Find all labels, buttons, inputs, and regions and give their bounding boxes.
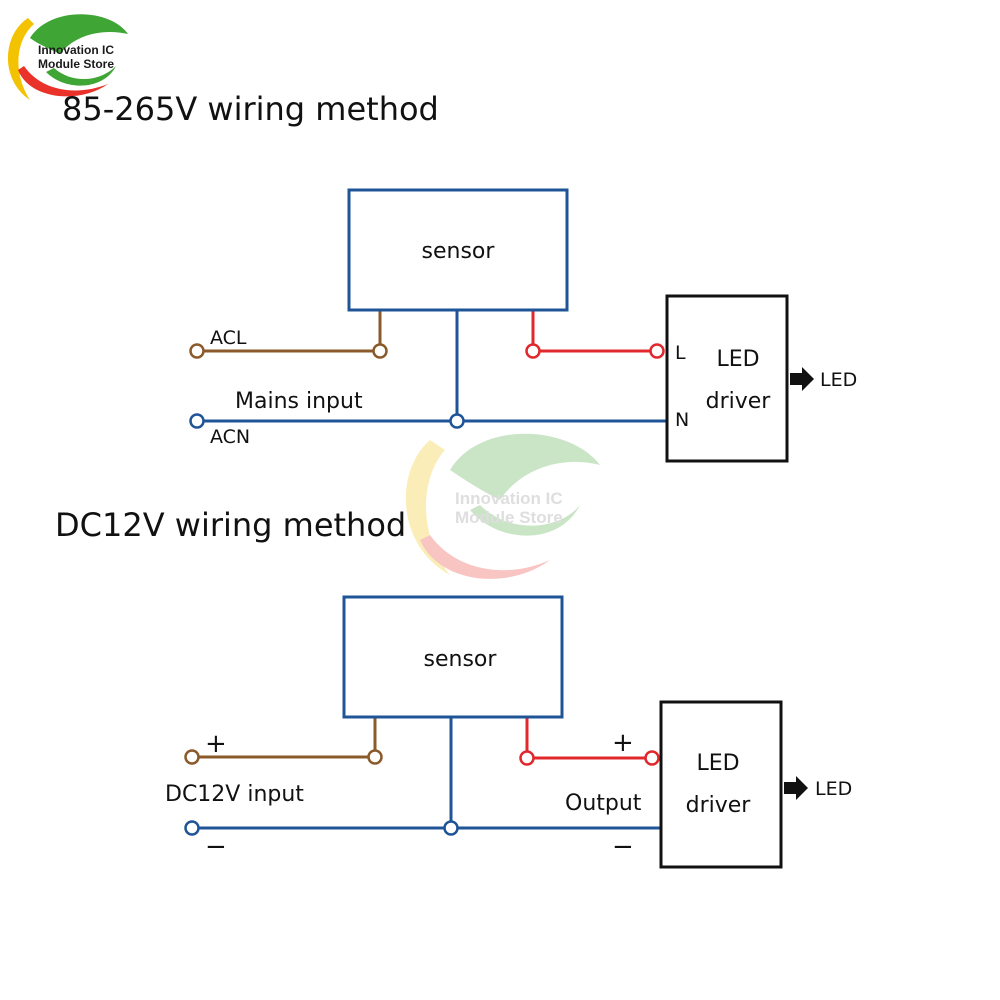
ac-acl-label: ACL xyxy=(210,327,247,349)
dc-driver-line1: LED xyxy=(696,751,739,776)
ac-acn-terminal xyxy=(189,413,205,429)
logo-line1: Innovation IC xyxy=(38,43,114,57)
ac-l-terminal-label: L xyxy=(675,342,686,364)
dc-output-terminal-a xyxy=(519,750,535,766)
dc-driver-line2: driver xyxy=(686,793,752,818)
logo-yellow-swoosh xyxy=(8,18,34,100)
ac-n-terminal-label: N xyxy=(675,409,689,431)
logo-green-swoosh xyxy=(46,66,116,86)
watermark-logo: Innovation IC Module Store xyxy=(405,433,600,579)
logo-leaf-icon xyxy=(30,14,128,54)
dc-minus-output-label: − xyxy=(612,832,634,862)
ac-driver-line2: driver xyxy=(706,389,772,414)
ac-acn-label: ACN xyxy=(210,426,250,448)
dc-plus-junction xyxy=(367,749,383,765)
dc-minus-junction xyxy=(443,820,459,836)
ac-output-led-label: LED xyxy=(820,369,857,391)
ac-mains-input-label: Mains input xyxy=(235,389,363,414)
ac-output-terminal-b xyxy=(649,343,665,359)
ac-sensor-label: sensor xyxy=(422,239,496,264)
ac-acl-junction xyxy=(372,343,388,359)
logo-line2: Module Store xyxy=(38,57,114,71)
dc-input-label: DC12V input xyxy=(165,782,304,807)
logo-red-swoosh xyxy=(18,66,108,97)
dc-led-driver-box xyxy=(659,700,783,869)
dc-output-terminal-b xyxy=(644,750,660,766)
ac-driver-line1: LED xyxy=(716,347,759,372)
dc-sensor-label: sensor xyxy=(424,647,498,672)
dc-output-text: Output xyxy=(565,791,642,816)
dc-output-led-label: LED xyxy=(815,778,852,800)
ac-neutral-junction xyxy=(449,413,465,429)
ac-led-driver-box xyxy=(665,294,789,463)
ac-sensor-box xyxy=(347,188,569,312)
dc-output-arrow-icon xyxy=(784,776,808,800)
dc-minus-input-label: − xyxy=(205,832,227,862)
watermark-red-swoosh xyxy=(420,535,550,579)
dc-plus-terminal xyxy=(184,749,200,765)
dc-minus-terminal xyxy=(184,820,200,836)
ac-section-title: 85-265V wiring method xyxy=(62,90,439,128)
watermark-green-swoosh xyxy=(470,505,580,536)
dc-plus-input-label: + xyxy=(205,729,227,759)
ac-acl-terminal xyxy=(189,343,205,359)
watermark-leaf-icon xyxy=(450,433,600,500)
dc-section-title: DC12V wiring method xyxy=(55,506,406,544)
ac-output-arrow-icon xyxy=(790,367,814,391)
dc-plus-output-label: + xyxy=(612,728,634,758)
watermark-yellow-swoosh xyxy=(405,440,450,575)
ac-output-terminal-a xyxy=(525,343,541,359)
watermark-line1: Innovation IC xyxy=(455,489,563,508)
dc-sensor-box xyxy=(342,595,564,719)
store-logo: Innovation IC Module Store xyxy=(8,14,128,100)
ac-wires xyxy=(197,311,666,423)
watermark-line2: Module Store xyxy=(455,508,563,527)
